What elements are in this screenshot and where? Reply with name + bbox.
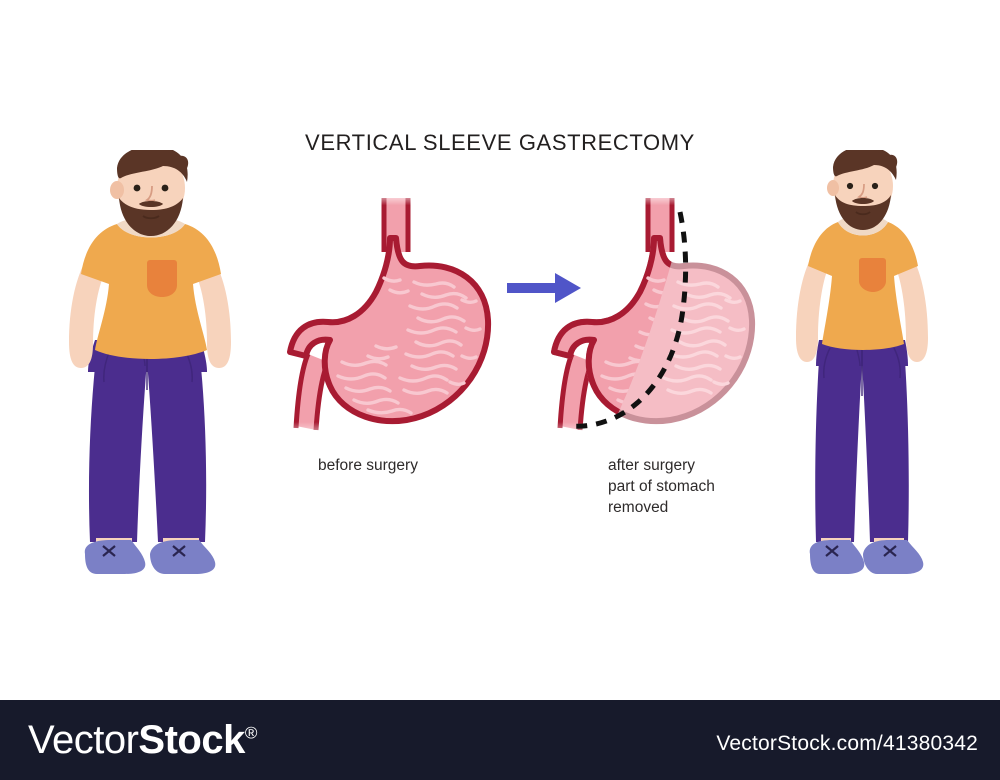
hair [833,146,897,180]
right-eye [161,184,169,192]
logo-text-bold: Stock [138,718,245,762]
slim-head [827,146,898,230]
duodenum [546,353,600,442]
slim-shoes [809,540,924,574]
beard [119,198,183,236]
mouth [142,215,160,220]
illustration-canvas: VERTICAL SLEEVE GASTRECTOMY [55,130,945,585]
vectorstock-logo: VectorStock® [28,718,257,763]
right-eye [871,182,879,190]
vectorstock-url: VectorStock.com/41380342 [716,732,978,755]
beard [835,195,891,230]
obese-pants [88,340,207,542]
obese-patient-figure [55,145,265,585]
stomach-body [287,235,492,425]
obese-head [110,145,189,236]
mouth [855,211,871,216]
caption-after-surgery: after surgery part of stomach removed [608,455,715,518]
caption-before-line-1: before surgery [318,457,418,474]
caption-after-line-3: removed [608,499,669,516]
arrow-right-icon [507,273,581,303]
slim-patient-figure [780,146,945,585]
obese-shirt [81,218,221,359]
nose [144,185,156,202]
esophagus [638,190,684,252]
obese-arms [69,262,231,368]
ear [110,181,124,199]
caption-after-line-2: part of stomach [608,478,715,495]
slim-arms [796,256,928,362]
rugae [336,276,482,415]
hair-cowlick [889,154,898,169]
mustache [139,201,163,207]
page-title: VERTICAL SLEEVE GASTRECTOMY [305,130,695,155]
caption-after-line-1: after surgery [608,457,696,474]
obese-shoes [84,540,216,574]
slim-pants [815,340,909,542]
ear [827,180,839,196]
stomach-after-illustration [536,190,786,445]
transition-arrow [505,268,585,313]
registered-mark-icon: ® [244,723,258,743]
mustache [852,198,874,204]
watermark-footer: VectorStock® VectorStock.com/41380342 [0,700,1000,780]
logo-text-light: Vector [28,718,139,762]
resection-dashed-line [569,211,689,429]
shirt-pocket [147,260,177,297]
left-eye [846,182,854,190]
shirt-pocket [859,258,886,292]
caption-before-surgery: before surgery [318,455,418,476]
nose [857,183,868,199]
hair-cowlick [179,155,189,170]
hair [117,145,188,182]
stomach-before-illustration [272,190,512,445]
left-eye [133,184,141,192]
